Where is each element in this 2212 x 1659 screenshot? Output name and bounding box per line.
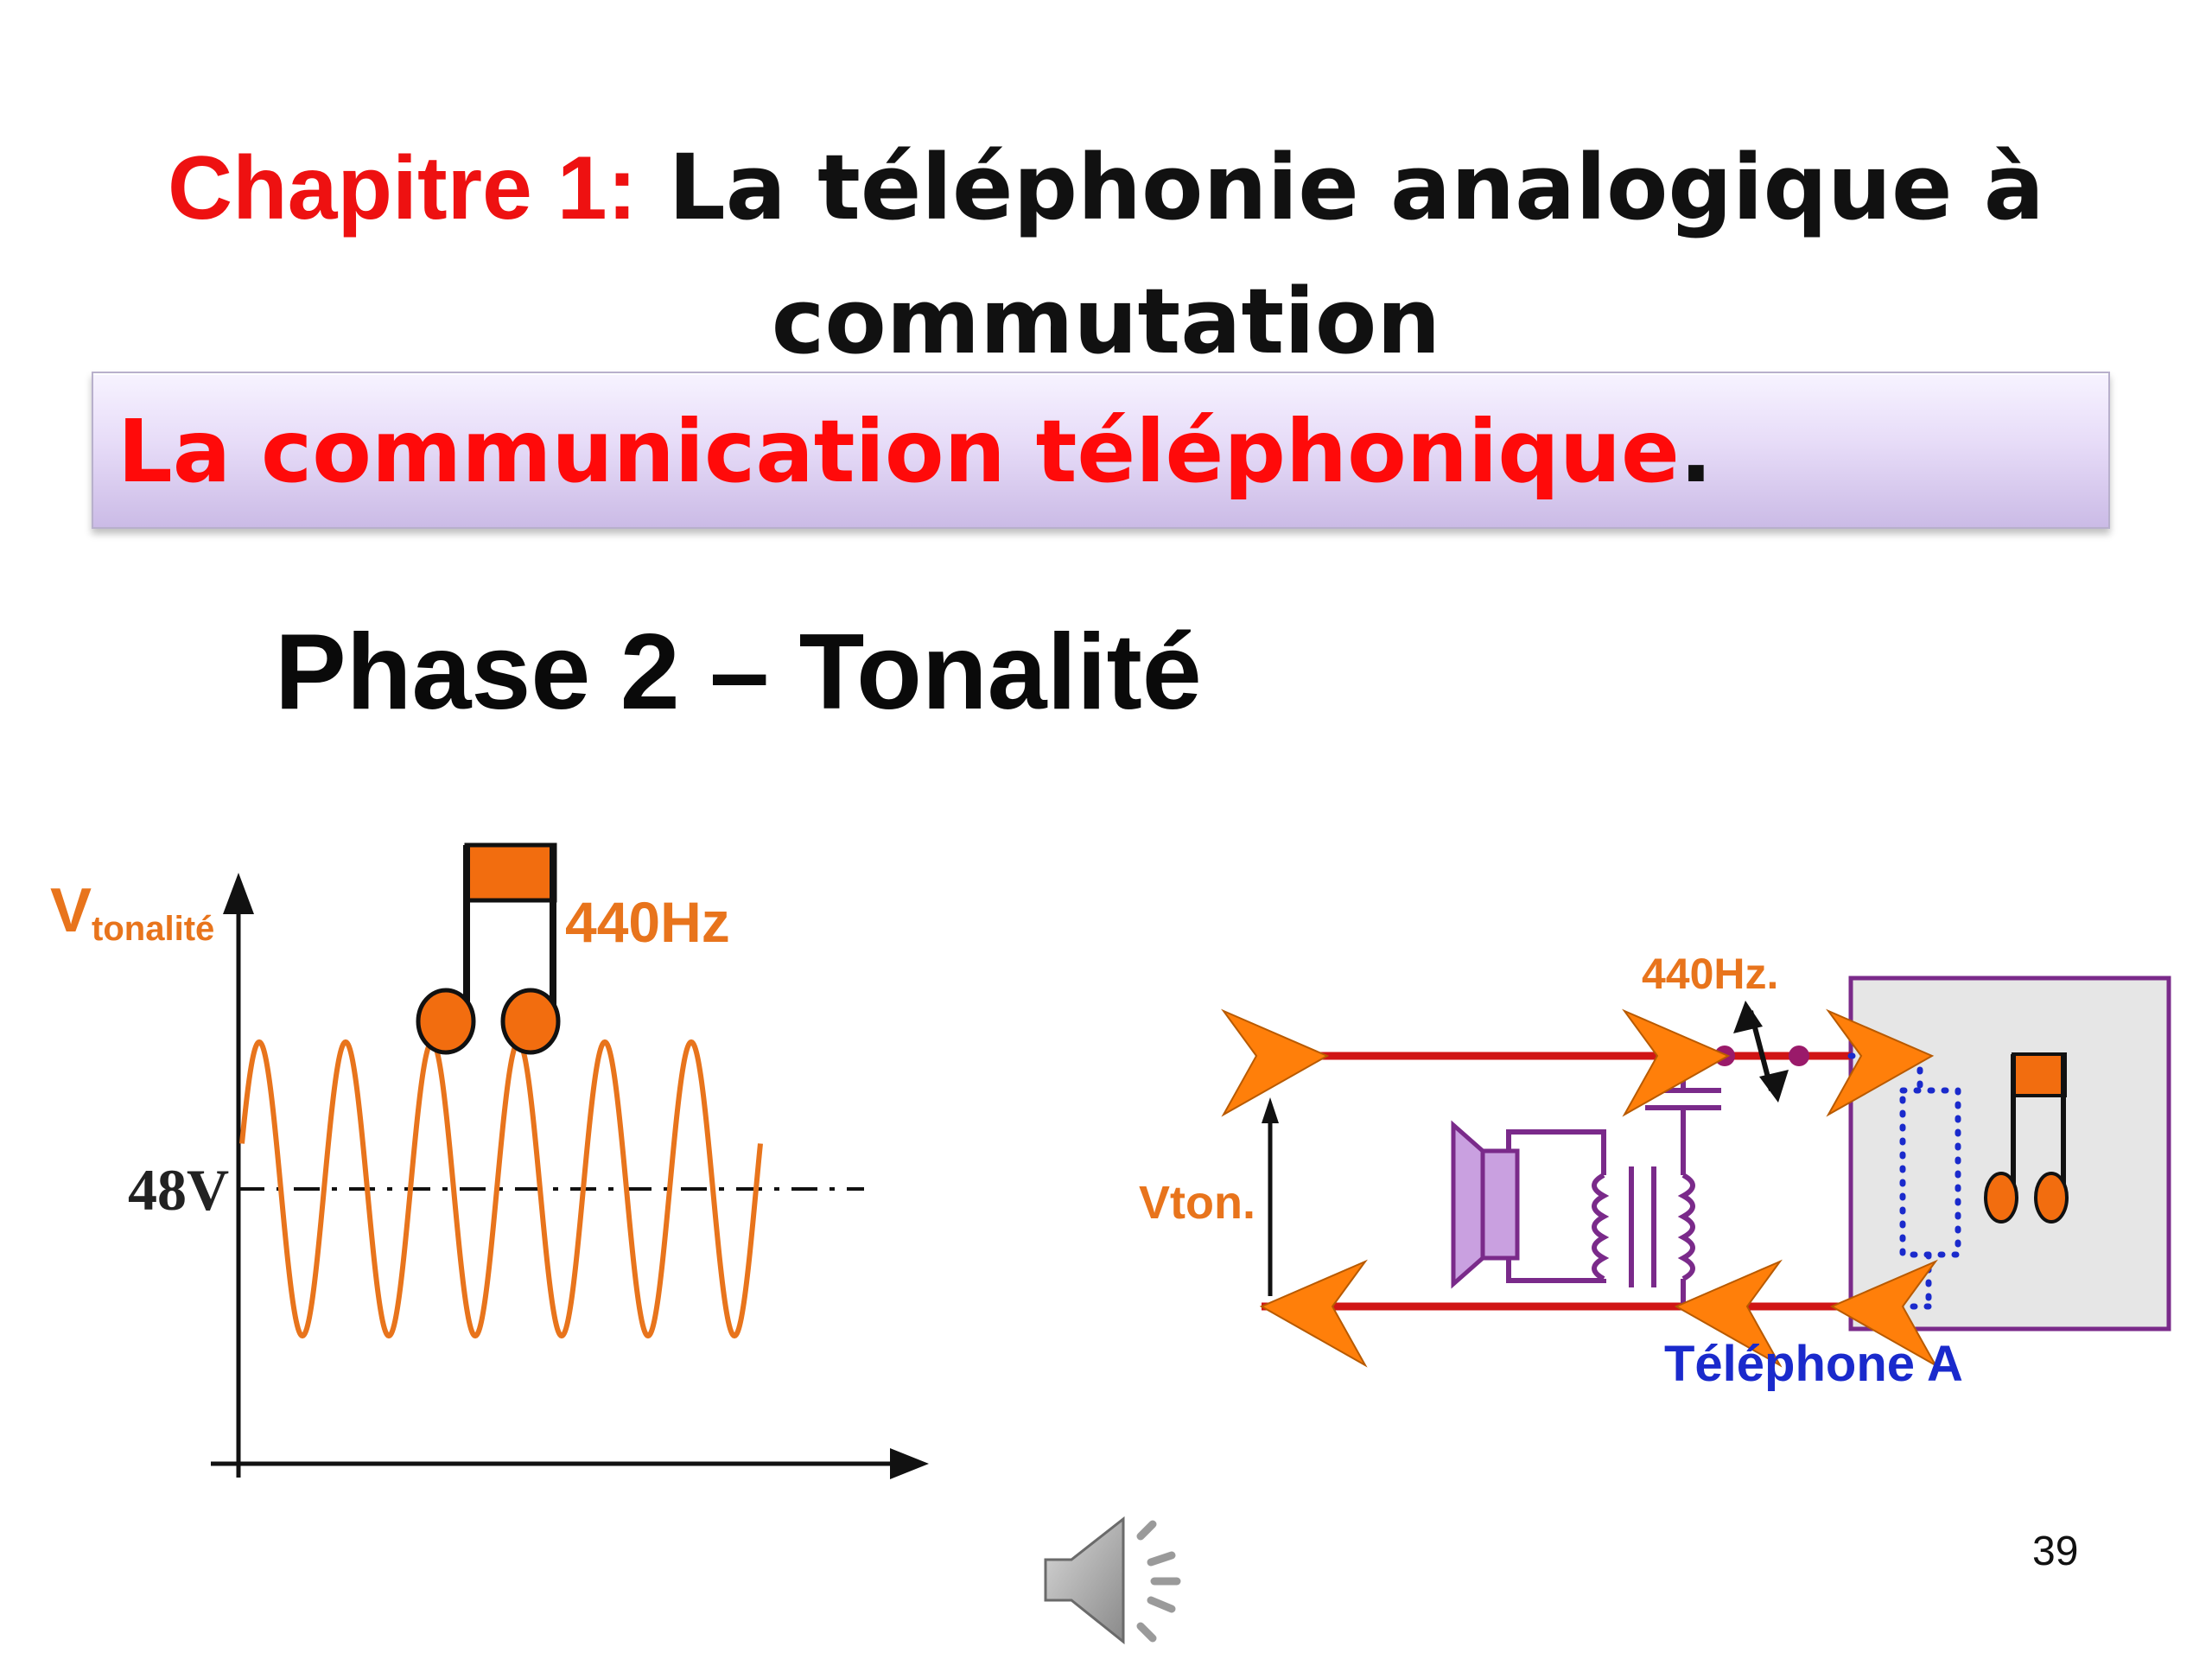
page-number: 39 — [2032, 1529, 2079, 1574]
graph-y-arrow — [223, 873, 254, 914]
banner-label: La communication téléphonique — [118, 401, 1680, 502]
dc-level-label: 48V — [128, 1157, 229, 1223]
banner-text: La communication téléphonique. — [118, 404, 1713, 499]
speaker-icon — [1451, 1120, 1520, 1289]
music-note-icon — [1984, 1052, 2069, 1224]
telephone-label: Téléphone A — [1664, 1336, 1963, 1392]
switch-arrowhead-bottom — [1759, 1070, 1789, 1103]
vton-label: Vton. — [1139, 1177, 1255, 1229]
section-banner: La communication téléphonique. — [92, 372, 2110, 529]
music-note-icon — [416, 842, 561, 1055]
vton-arrowhead — [1262, 1097, 1279, 1123]
tone-sine-wave — [239, 1039, 763, 1339]
switch-contact-right — [1789, 1046, 1809, 1066]
current-arrow-icons — [1221, 1008, 1938, 1368]
title-text: La téléphonie analogique à commutation — [668, 135, 2044, 374]
title-chapter: Chapitre 1: — [168, 138, 638, 238]
graph-x-arrow — [890, 1448, 929, 1479]
slide-title: Chapitre 1: La téléphonie analogique à c… — [0, 121, 2212, 388]
graph-freq-label: 440Hz — [565, 890, 730, 954]
phase-heading: Phase 2 – Tonalité — [275, 613, 1202, 732]
circuit-freq-label: 440Hz. — [1642, 950, 1778, 998]
transformer-icon — [1506, 1129, 1695, 1306]
switch-arrowhead-top — [1733, 1001, 1763, 1033]
banner-dot: . — [1679, 401, 1713, 502]
y-axis-label: Vtonalité — [50, 876, 214, 948]
